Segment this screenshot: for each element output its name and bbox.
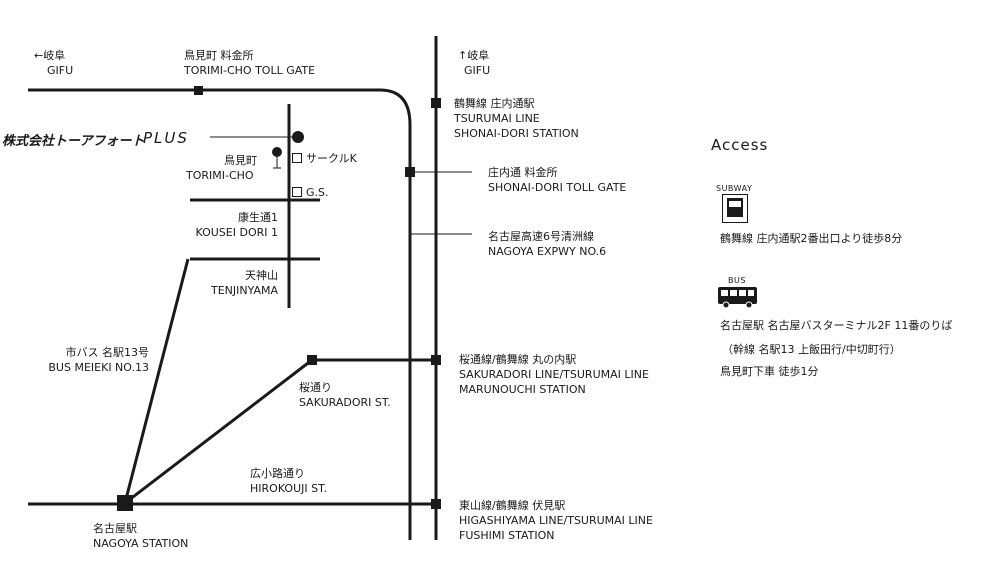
nagoya-station-label: 名古屋駅 NAGOYA STATION: [93, 522, 189, 550]
circle-k-label: サークルK: [292, 151, 357, 166]
bus-caption: BUS: [728, 276, 746, 285]
fushimi-station-marker: [431, 499, 441, 509]
hirokouji-label: 広小路通り HIROKOUJI ST.: [250, 467, 328, 495]
expressway-road: [28, 88, 412, 540]
subway-access-text: 鶴舞線 庄内通駅2番出口より徒歩8分: [720, 232, 903, 245]
torimi-toll-label: 鳥見町 料金所 TORIMI-CHO TOLL GATE: [184, 49, 316, 77]
plus-logo: PLUS: [143, 129, 189, 147]
tenjinyama-label: 天神山 TENJINYAMA: [210, 269, 278, 297]
marunouchi-label: 桜通線/鶴舞線 丸の内駅 SAKURADORI LINE/TSURUMAI LI…: [459, 353, 649, 396]
bus-route-line: [123, 258, 190, 504]
expwy-label: 名古屋高速6号清洲線 NAGOYA EXPWY NO.6: [488, 230, 607, 258]
shonai-toll-marker: [405, 167, 415, 177]
bus-access-line2: （幹線 名駅13 上飯田行/中切町行）: [722, 343, 901, 356]
sakuradori-junction-marker: [307, 355, 317, 365]
subway-caption: SUBWAY: [716, 184, 753, 193]
store-square-icon: [292, 153, 302, 163]
shonai-toll-label: 庄内通 料金所 SHONAI-DORI TOLL GATE: [488, 166, 627, 194]
fushimi-label: 東山線/鶴舞線 伏見駅 HIGASHIYAMA LINE/TSURUMAI LI…: [459, 499, 653, 542]
gs-label: G.S.: [292, 185, 329, 200]
gas-station-square-icon: [292, 187, 302, 197]
bus-stop-marker: [272, 147, 282, 157]
bus-meieki-label: 市バス 名駅13号 BUS MEIEKI NO.13: [48, 346, 149, 374]
company-location-marker: [292, 131, 304, 143]
bus-access-line1: 名古屋駅 名古屋バスターミナル2F 11番のりば: [720, 319, 953, 332]
torimi-cho-label: 鳥見町: [224, 154, 257, 167]
subway-icon: [722, 194, 748, 223]
gifu-west-label: ←岐阜 GIFU: [34, 49, 74, 77]
marunouchi-station-marker: [431, 355, 441, 365]
torimi-cho-en-label: TORIMI-CHO: [186, 169, 254, 182]
shonai-station-marker: [431, 98, 441, 108]
sakuradori-label: 桜通り SAKURADORI ST.: [299, 381, 391, 409]
bus-icon: [718, 287, 757, 309]
access-title: Access: [711, 136, 769, 154]
bus-access-line3: 鳥見町下車 徒歩1分: [720, 365, 819, 378]
torimi-toll-marker: [194, 86, 203, 95]
sakuradori-street: [124, 358, 313, 505]
nagoya-station-marker: [117, 495, 133, 511]
company-logo: 株式会社トーアフォート: [2, 134, 145, 149]
shonai-station-label: 鶴舞線 庄内通駅 TSURUMAI LINE SHONAI-DORI STATI…: [454, 97, 579, 140]
kousei-label: 康生通1 KOUSEI DORI 1: [195, 211, 278, 239]
gifu-north-label: ↑岐阜 GIFU: [458, 49, 491, 77]
